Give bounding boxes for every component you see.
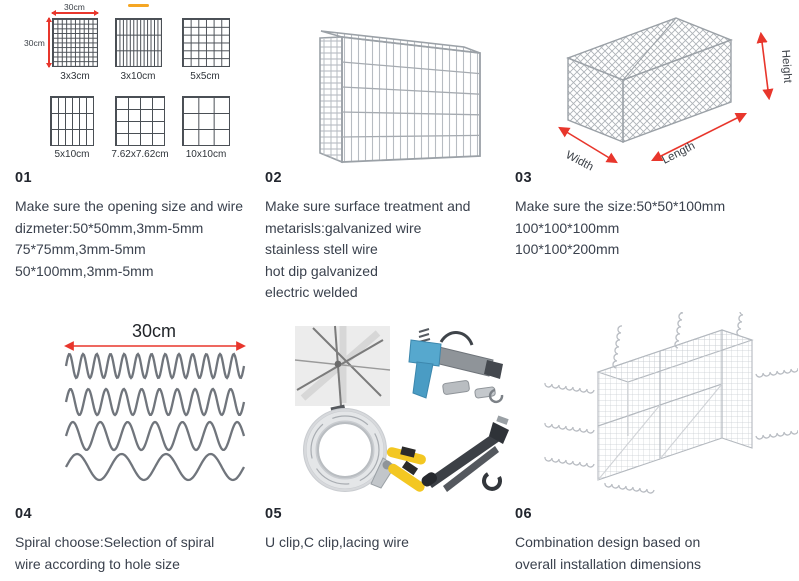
- c-clip-icon: [482, 472, 502, 491]
- c-clip-icon: [488, 388, 504, 404]
- mesh-tile-5x10: [50, 96, 94, 146]
- spiral-wire-4: [64, 452, 246, 482]
- section-text-line: hot dip galvanized: [265, 262, 378, 279]
- mesh-dim-left-arrow: [46, 17, 51, 68]
- section-text-line: Make sure the opening size and wire: [15, 198, 244, 214]
- section-number: 04: [15, 506, 32, 522]
- manual-clip-tool: [421, 415, 509, 492]
- spiral-wire-2: [64, 387, 246, 417]
- section-text-line: Make sure surface treatment and: [265, 198, 471, 214]
- section-06: 06 Combination design based on overall i…: [515, 506, 795, 575]
- tab-accent-bar: [128, 4, 149, 7]
- gabion-box-wireframe: [566, 17, 733, 144]
- spiral-wires-figure: 30cm: [64, 321, 246, 482]
- width-label: Width: [564, 149, 596, 172]
- section-number: 05: [265, 506, 282, 522]
- tools-collage-figure: [294, 325, 509, 492]
- section-text-line: U clip,C clip,lacing wire: [265, 534, 409, 550]
- mesh-tile-3x3: [52, 18, 98, 67]
- clip-gun: [408, 328, 504, 404]
- mesh-dim-top-label: 30cm: [64, 2, 85, 12]
- mesh-tile-3x10: [115, 18, 162, 67]
- wire-coil-and-pliers: [303, 404, 426, 492]
- mesh-tile-762: [115, 96, 165, 146]
- mesh-dim-left-label: 30cm: [24, 38, 45, 48]
- section-text-line: Combination design based on: [515, 534, 701, 550]
- mesh-size-panel: 30cm 30cm 3x3cm 3x10cm 5x5cm 5x10cm 7.62…: [0, 0, 258, 166]
- section-text-line: wire according to hole size: [15, 555, 180, 572]
- section-03: 03 Make sure the size:50*50*100mm 100*10…: [515, 170, 795, 261]
- length-arrow: [650, 112, 748, 162]
- mesh-joint-photo: [294, 325, 391, 407]
- section-04: 04 Spiral choose:Selection of spiral wir…: [15, 506, 261, 575]
- section-number: 01: [15, 170, 32, 186]
- section-text-line: stainless stell wire: [265, 241, 378, 257]
- section-text-line: overall installation dimensions: [515, 555, 701, 572]
- mesh-tile-label: 7.62x7.62cm: [111, 149, 169, 160]
- gabion-wall-wireframe: [596, 329, 754, 481]
- section-number: 03: [515, 170, 532, 186]
- section-number: 06: [515, 506, 532, 522]
- welded-basket-figure: [319, 30, 481, 164]
- mesh-tile-5x5: [182, 18, 230, 67]
- section-text-line: dizmeter:50*50mm,3mm-5mm: [15, 219, 204, 236]
- section-text-line: 50*100mm,3mm-5mm: [15, 262, 154, 279]
- section-text-line: electric welded: [265, 284, 358, 300]
- dimension-arrows: [558, 31, 774, 164]
- section-text-line: Spiral choose:Selection of spiral: [15, 534, 215, 550]
- pliers-handle-1: [386, 447, 426, 465]
- mesh-tile-label: 3x10cm: [120, 71, 156, 82]
- mesh-tile-label: 10x10cm: [185, 149, 227, 160]
- spiral-wire-1: [64, 352, 246, 380]
- spiral-dim-label: 30cm: [132, 321, 176, 341]
- section-01: 01 Make sure the opening size and wire d…: [15, 170, 261, 282]
- width-arrow: [558, 126, 618, 164]
- height-label: Height: [779, 49, 793, 84]
- mesh-tile-label: 5x5cm: [190, 71, 220, 82]
- basket-front-face: [341, 35, 481, 163]
- section-number: 02: [265, 170, 282, 186]
- section-text-line: 100*100*200mm: [515, 241, 620, 257]
- mesh-dim-top-arrow: [51, 10, 99, 15]
- basket-left-face: [319, 36, 343, 164]
- spiral-wire-3: [64, 420, 246, 452]
- gabion-dimension-figure: Height Length Width: [558, 17, 793, 172]
- height-arrow: [756, 31, 774, 101]
- section-05: 05 U clip,C clip,lacing wire: [265, 506, 511, 554]
- mesh-tile-label: 5x10cm: [54, 149, 90, 160]
- mesh-tile-label: 3x3cm: [60, 71, 90, 82]
- length-label: Length: [660, 140, 697, 167]
- section-text-line: 100*100*100mm: [515, 219, 620, 236]
- pliers-handle-2: [388, 463, 425, 492]
- section-text-line: 75*75mm,3mm-5mm: [15, 241, 146, 257]
- section-text-line: metarisls:galvanized wire: [265, 219, 422, 236]
- section-02: 02 Make sure surface treatment and metar…: [265, 170, 511, 304]
- mesh-tile-10x10: [182, 96, 230, 146]
- combination-design-figure: [544, 312, 798, 494]
- section-text-line: Make sure the size:50*50*100mm: [515, 198, 726, 214]
